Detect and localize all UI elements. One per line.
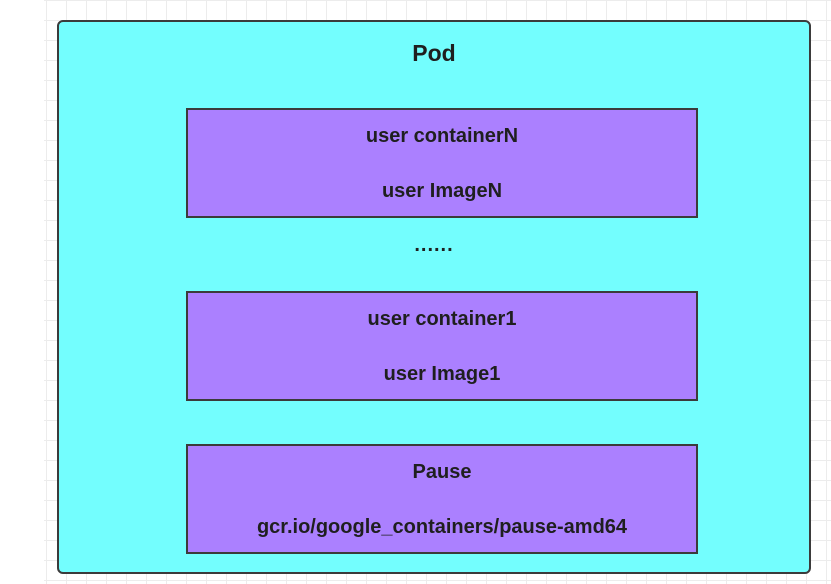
user-container-1-box[interactable]: user container1 user Image1: [186, 291, 698, 401]
user-container-n-box[interactable]: user containerN user ImageN: [186, 108, 698, 218]
pause-container-image: gcr.io/google_containers/pause-amd64: [256, 516, 628, 538]
pause-container-box[interactable]: Pause gcr.io/google_containers/pause-amd…: [186, 444, 698, 554]
user-container-1-name: user container1: [367, 308, 517, 330]
user-container-1-image: user Image1: [383, 363, 501, 385]
user-container-n-name: user containerN: [365, 125, 519, 147]
pause-container-name: Pause: [412, 461, 472, 483]
canvas-margin: [0, 0, 44, 584]
pod-box[interactable]: Pod user containerN user ImageN ...... u…: [57, 20, 811, 574]
pod-title: Pod: [412, 40, 456, 66]
containers-ellipsis: ......: [414, 234, 454, 256]
user-container-n-image: user ImageN: [381, 180, 503, 202]
